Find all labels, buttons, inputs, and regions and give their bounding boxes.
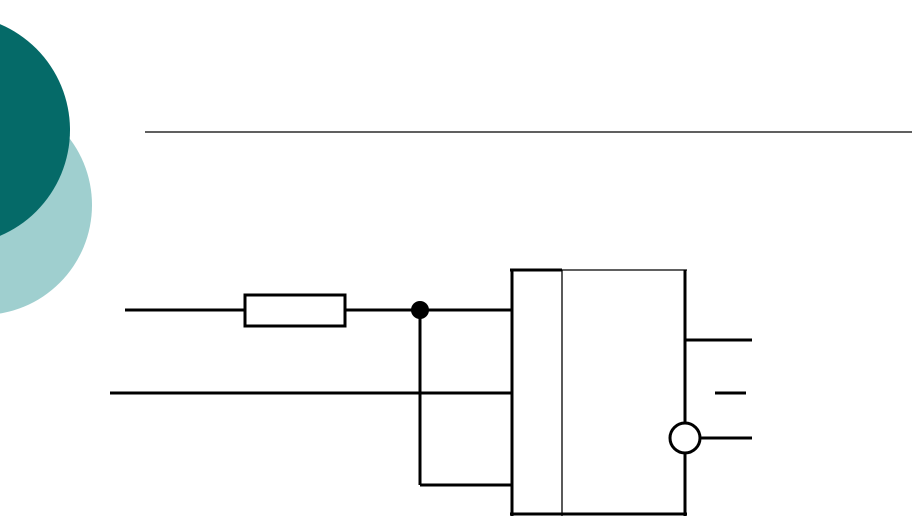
decorative-circle-dark xyxy=(0,24,70,236)
resistor xyxy=(243,293,347,328)
inverted-output-circle xyxy=(668,421,702,455)
circuit-diagram xyxy=(110,268,752,516)
